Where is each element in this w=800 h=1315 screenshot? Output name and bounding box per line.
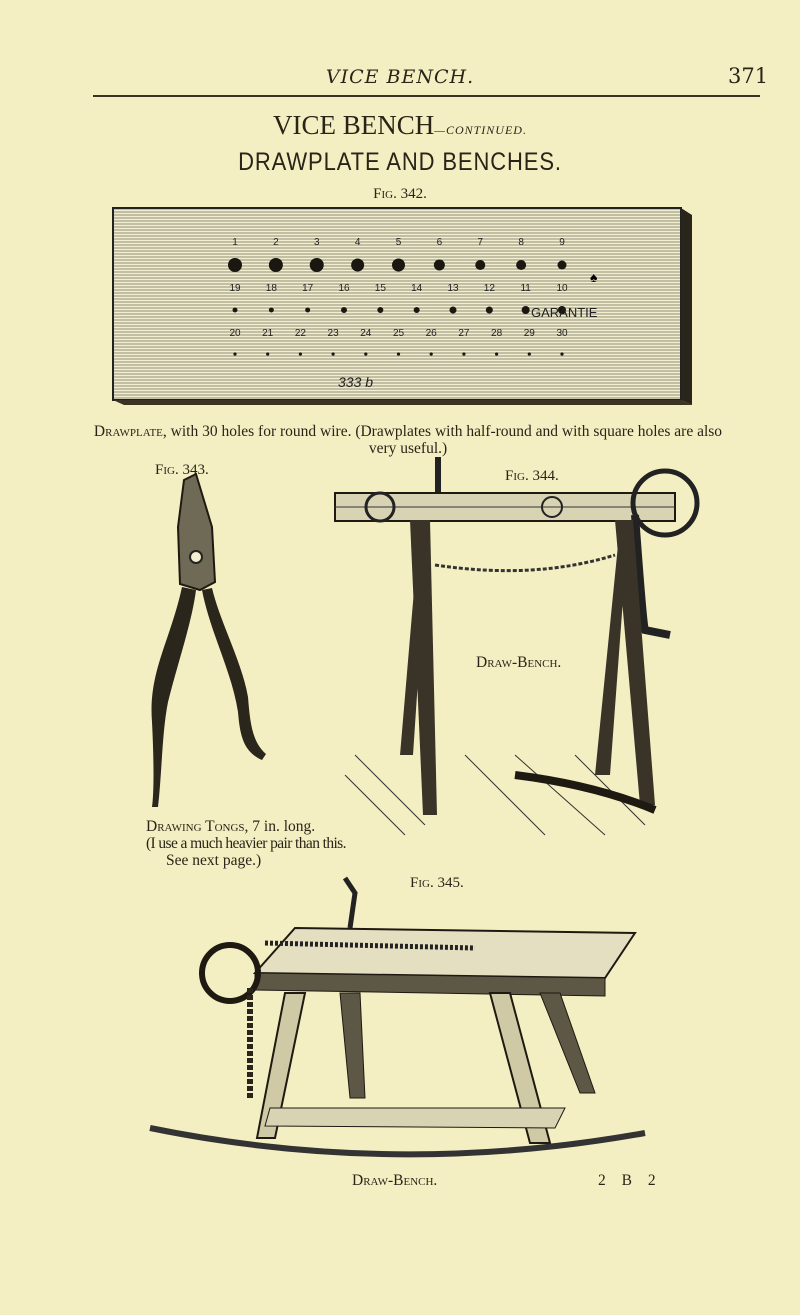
hole-number: 10 [556,283,568,294]
drawplate-hole [309,258,324,272]
hole-number: 23 [328,328,340,339]
hole-number: 26 [426,328,438,339]
hole-number: 7 [477,237,483,248]
hole-number: 3 [314,237,320,248]
hole-number: 12 [484,283,496,294]
drawplate-hole [351,258,365,272]
title-suffix: —CONTINUED. [434,123,527,137]
fig-344-inner-label: Draw-Bench. [476,654,562,671]
spade-mark-icon: ♠ [590,269,598,285]
hole-number: 18 [266,283,278,294]
hole-number: 15 [375,283,387,294]
fig-345-label: Fig. 345. [410,875,464,891]
drawplate-hole [298,352,302,356]
fig-345-caption: Draw-Bench. [352,1172,438,1189]
drawplate-hole [232,307,238,313]
drawplate-hole [377,307,384,313]
drawplate-hole [558,306,566,314]
running-head: VICE BENCH. [325,66,475,88]
header-rule [93,95,760,97]
drawplate-hole [462,352,466,356]
drawplate-hole [475,260,486,270]
hole-number: 6 [437,237,443,248]
caption-lead: Drawplate [93,423,163,440]
fig-342-caption: Drawplate, with 30 holes for round wire.… [88,423,728,457]
caption-text: , with 30 holes for round wire. (Drawpla… [162,423,723,457]
hole-number: 27 [458,328,470,339]
caption-text: , 7 in. long. [244,818,316,835]
hole-number: 30 [556,328,568,339]
drawplate-hole [392,258,405,272]
hole-number: 17 [302,283,314,294]
drawing-tongs-illustration [151,472,266,807]
drawplate-hole [331,352,335,356]
hole-number: 1 [232,237,238,248]
hole-number: 16 [338,283,350,294]
model-number: 333 b [338,374,373,390]
hole-number: 14 [411,283,423,294]
fig-344-label: Fig. 344. [505,468,559,484]
hole-number: 28 [491,328,503,339]
drawplate-hole [516,260,527,270]
fig-343-caption: Drawing Tongs, 7 in. long. (I use a much… [146,818,346,869]
hole-number: 21 [262,328,274,339]
drawplate-hole [521,306,530,314]
fig-342-label: Fig. 342. [373,186,427,202]
hole-number: 11 [520,283,531,294]
drawplate-hole [429,352,433,356]
drawplate-face [112,207,682,401]
hole-number: 25 [393,328,405,339]
title-main: VICE BENCH [273,110,435,140]
drawplate-hole [527,352,531,356]
caption-lead: Drawing Tongs [146,818,245,835]
drawplate-hole [268,307,274,313]
caption-text: See next page.) [166,852,262,869]
hole-number: 24 [360,328,372,339]
drawplate-hole [495,352,499,356]
drawplate-hole [560,352,564,356]
hole-number: 8 [518,237,524,248]
draw-bench-upright-illustration [334,457,700,836]
hole-number: 29 [524,328,536,339]
drawplate-hole [449,306,457,314]
drawplate-hole [485,306,493,314]
drawplate-hole [266,352,270,356]
drawplate-hole [396,352,401,356]
hole-number: 4 [355,237,361,248]
page-number: 371 [728,64,769,88]
drawplate-hole [364,352,368,356]
caption-text: (I use a much heavier pair than this. [146,835,346,852]
hole-number: 13 [447,283,459,294]
drawplate-hole [228,258,242,272]
drawplate-hole [341,307,347,313]
drawplate-hole [268,258,283,272]
drawplate-hole [305,307,311,313]
hole-number: 5 [396,237,402,248]
hole-number: 20 [229,328,241,339]
drawplate-hole [233,352,237,356]
section-title: VICE BENCH—CONTINUED. [0,110,800,141]
hole-number: 9 [559,237,565,248]
drawplate-hole [413,307,420,313]
hole-number: 19 [229,283,241,294]
section-subtitle: DRAWPLATE AND BENCHES. [238,148,562,176]
hole-number: 22 [295,328,307,339]
drawplate-hole [557,260,567,270]
draw-bench-long-illustration [149,876,646,1158]
drawplate-hole [433,259,445,271]
signature-mark: 2 B 2 [598,1172,662,1189]
hole-number: 2 [273,237,279,248]
garantie-mark: GARANTIE [531,305,598,320]
